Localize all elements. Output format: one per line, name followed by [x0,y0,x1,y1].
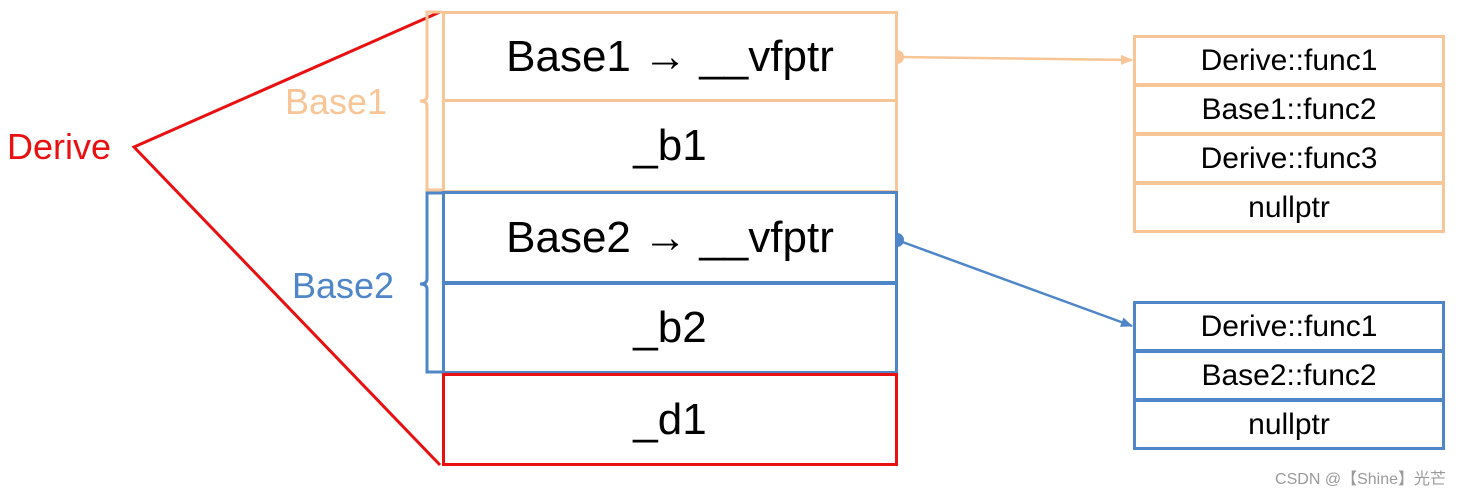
vtable1-entry: Derive::func3 [1133,133,1445,184]
derive-span-lines [131,10,442,467]
vtable1-entry: Derive::func1 [1133,35,1445,86]
vtable2-entry: Base2::func2 [1133,350,1445,401]
cell-base2-vfptr: Base2 → __vfptr [442,191,898,284]
cell-b2: _b2 [442,282,898,374]
watermark: CSDN @【Shine】光芒 [1275,471,1446,488]
vtable1-entry: Base1::func2 [1133,84,1445,135]
vtable2-entry: nullptr [1133,399,1445,450]
vfptr1-arrow [896,54,1133,65]
vtable2-entry: Derive::func1 [1133,301,1445,352]
vtable1-entry: nullptr [1133,182,1445,233]
cell-base1-vfptr: Base1 → __vfptr [442,11,898,102]
base2-label: Base2 [292,265,395,306]
base2-brace [419,191,442,374]
cell-d1: _d1 [442,373,898,466]
base1-label: Base1 [285,81,388,122]
vfptr2-arrow [896,238,1133,328]
cell-b1: _b1 [442,99,898,193]
derive-label: Derive [7,126,112,167]
base1-brace [419,10,442,192]
